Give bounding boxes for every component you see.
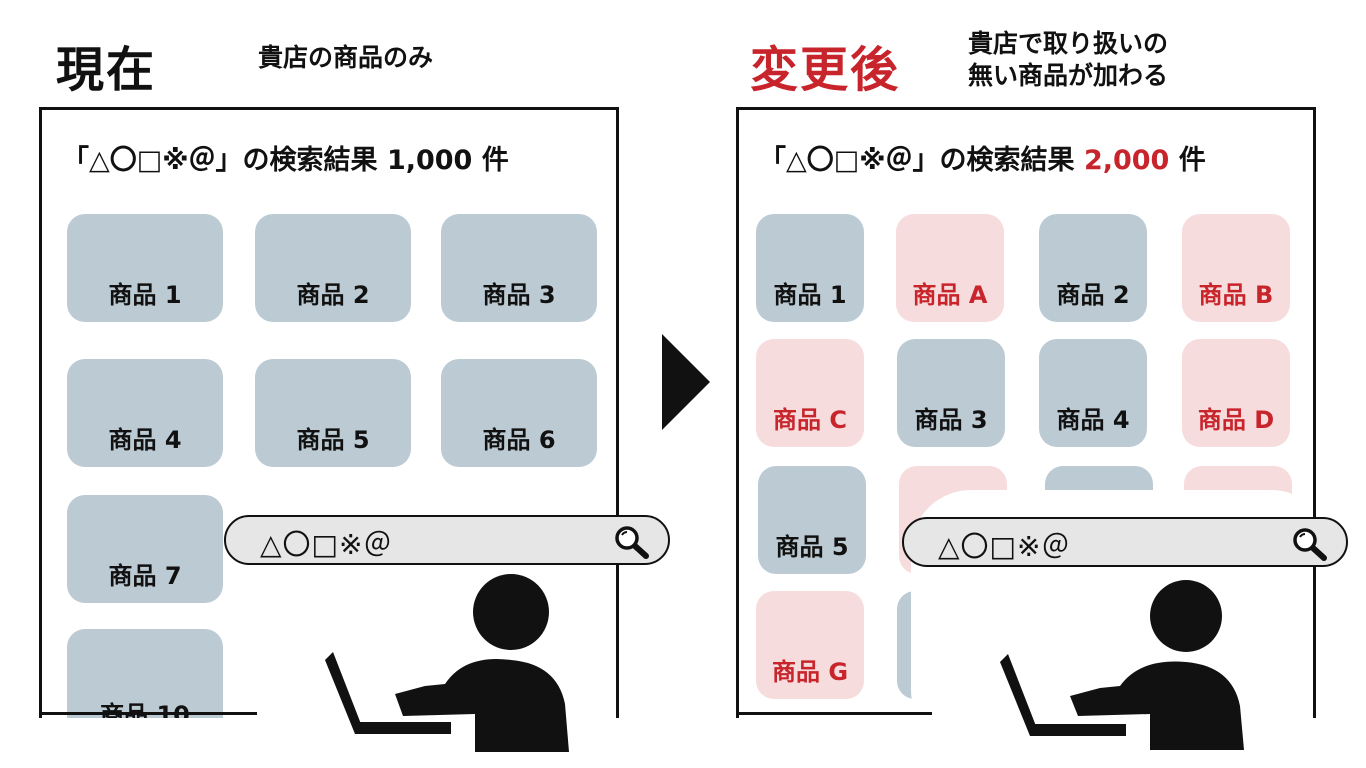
product-tile[interactable]: 商品 3 bbox=[441, 214, 597, 322]
new-product-tile[interactable]: 商品 D bbox=[1182, 339, 1290, 447]
product-tile[interactable]: 商品 10 bbox=[67, 629, 223, 718]
search-icon[interactable] bbox=[612, 525, 652, 559]
result-suffix: 件 bbox=[1169, 145, 1206, 176]
product-tile[interactable]: 商品 4 bbox=[1039, 339, 1147, 447]
product-tile[interactable]: 商品 2 bbox=[255, 214, 411, 322]
product-tile[interactable]: 商品 5 bbox=[255, 359, 411, 467]
search-query: △〇□※＠ bbox=[260, 528, 393, 561]
after-heading: 変更後 bbox=[750, 42, 901, 98]
current-subtitle: 貴店の商品のみ bbox=[258, 43, 434, 72]
new-product-tile[interactable]: 商品 C bbox=[756, 339, 864, 447]
person-laptop-icon bbox=[325, 574, 569, 752]
new-product-tile[interactable]: 商品 A bbox=[896, 214, 1004, 322]
product-tile[interactable]: 商品 4 bbox=[67, 359, 223, 467]
current-result-header: 「△〇□※＠」の検索結果 1,000 件 bbox=[62, 138, 509, 177]
result-prefix: 「△〇□※＠」の検索結果 bbox=[62, 145, 387, 176]
product-tile[interactable]: 商品 1 bbox=[756, 214, 864, 322]
search-query: △〇□※＠ bbox=[938, 530, 1071, 563]
result-count: 2,000 bbox=[1083, 145, 1170, 176]
product-tile[interactable]: 商品 2 bbox=[1039, 214, 1147, 322]
after-result-header: 「△〇□※＠」の検索結果 2,000 件 bbox=[759, 138, 1206, 177]
new-product-tile[interactable]: 商品 G bbox=[756, 591, 864, 699]
after-subtitle-line2: 無い商品が加わる bbox=[968, 61, 1169, 90]
transition-arrow-icon bbox=[662, 334, 710, 430]
result-count: 1,000 bbox=[386, 145, 473, 176]
product-tile[interactable]: 商品 3 bbox=[897, 339, 1005, 447]
result-suffix: 件 bbox=[472, 145, 509, 176]
after-subtitle-line1: 貴店で取り扱いの bbox=[968, 29, 1169, 58]
current-heading: 現在 bbox=[56, 42, 157, 98]
frame-bottom-edge bbox=[39, 712, 257, 715]
product-tile[interactable]: 商品 7 bbox=[67, 495, 223, 603]
new-product-tile[interactable]: 商品 B bbox=[1182, 214, 1290, 322]
person-laptop-icon bbox=[1000, 580, 1244, 750]
product-tile[interactable]: 商品 1 bbox=[67, 214, 223, 322]
result-prefix: 「△〇□※＠」の検索結果 bbox=[759, 145, 1084, 176]
search-icon[interactable] bbox=[1290, 527, 1330, 561]
search-bar[interactable]: △〇□※＠ bbox=[902, 517, 1348, 567]
product-tile[interactable]: 商品 5 bbox=[758, 466, 866, 574]
search-bar[interactable]: △〇□※＠ bbox=[224, 515, 670, 565]
after-subtitle: 貴店で取り扱いの 無い商品が加わる bbox=[968, 28, 1168, 92]
current-results-panel: 「△〇□※＠」の検索結果 1,000 件 商品 1 商品 2 商品 3 商品 4… bbox=[39, 107, 619, 718]
product-tile[interactable]: 商品 6 bbox=[441, 359, 597, 467]
frame-bottom-edge bbox=[736, 712, 932, 715]
